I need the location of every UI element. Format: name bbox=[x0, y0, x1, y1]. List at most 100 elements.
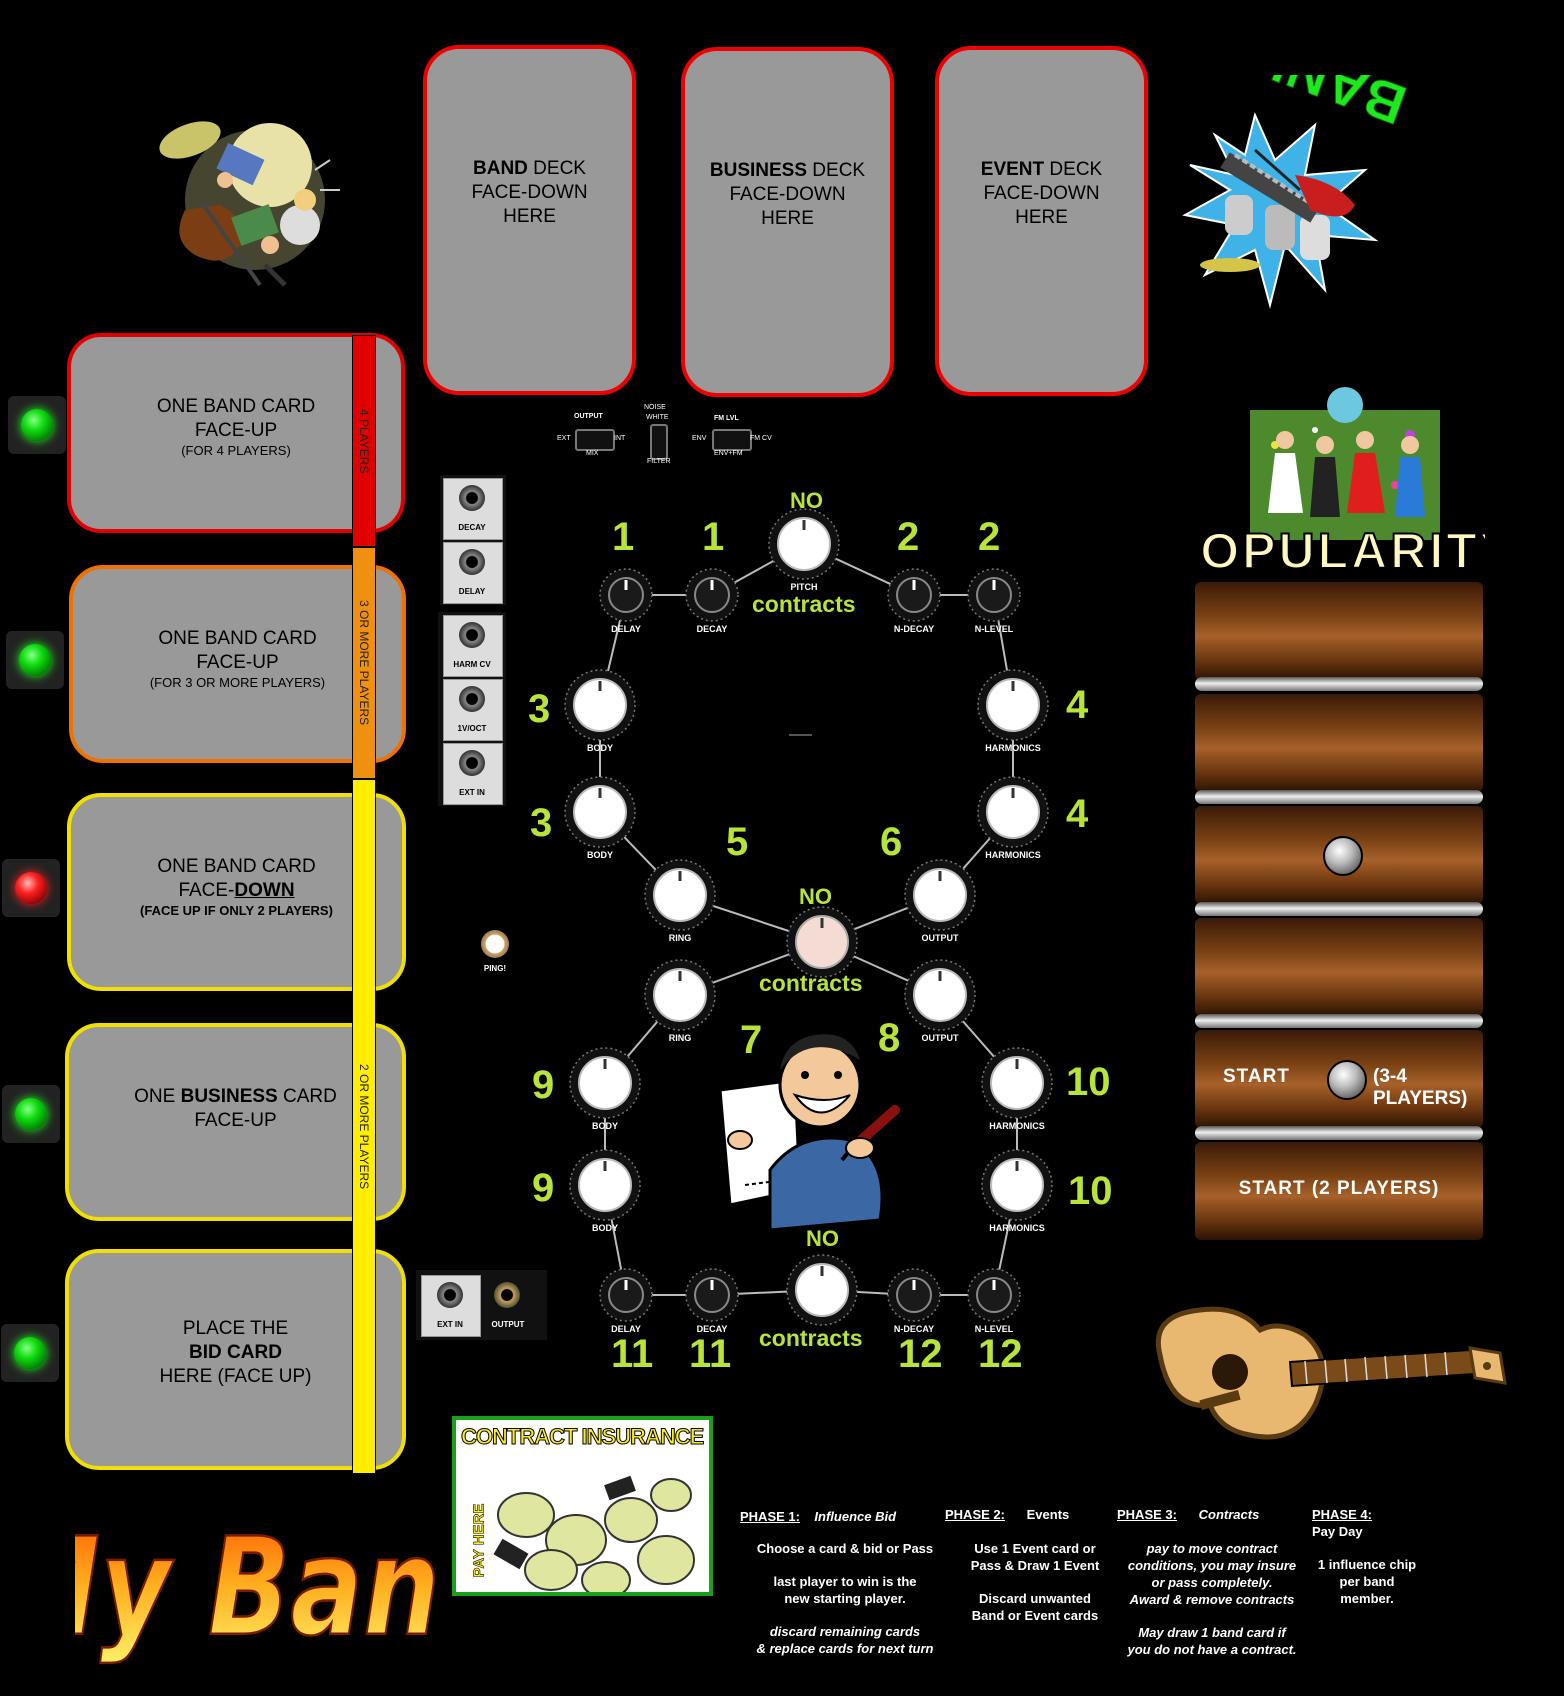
deck-word: DECK bbox=[807, 160, 866, 181]
ext-in-jack[interactable] bbox=[437, 1282, 463, 1308]
phase-line: Discard unwanted bbox=[979, 1591, 1091, 1606]
contract-insurance-area[interactable]: CONTRACT INSURANCE PAY HERE bbox=[452, 1416, 713, 1596]
bar-3-players: 3 OR MORE PLAYERS bbox=[352, 547, 376, 779]
phase-line: Use 1 Event card or bbox=[974, 1541, 1096, 1556]
popularity-space[interactable] bbox=[1195, 918, 1483, 1016]
band-deck-slot[interactable]: BAND DECK FACE-DOWN HERE bbox=[423, 45, 636, 395]
slot-band-card-3-players[interactable]: ONE BAND CARD FACE-UP (FOR 3 OR MORE PLA… bbox=[69, 565, 406, 763]
knob-space[interactable]: HARMONICS bbox=[977, 776, 1049, 860]
bar-label: 4 PLAYERS bbox=[357, 408, 371, 474]
knob-space[interactable]: RING bbox=[644, 859, 716, 943]
ext-in-jack[interactable] bbox=[459, 750, 485, 776]
small-knob-space[interactable]: DECAY bbox=[685, 568, 739, 634]
harm-cv-jack[interactable] bbox=[459, 622, 485, 648]
slot-business-card[interactable]: ONE BUSINESS CARD FACE-UP bbox=[65, 1023, 406, 1221]
slot-line1: ONE bbox=[134, 1086, 181, 1107]
delay-jack[interactable] bbox=[459, 549, 485, 575]
knob-label: DECAY bbox=[697, 624, 728, 634]
slot-line3: HERE (FACE UP) bbox=[159, 1366, 312, 1387]
switch-label: MIX bbox=[586, 450, 599, 457]
business-deck-slot[interactable]: BUSINESS DECK FACE-DOWN HERE bbox=[681, 47, 894, 397]
switch-label: WHITE bbox=[646, 414, 669, 421]
bar-label: 2 OR MORE PLAYERS bbox=[357, 1063, 371, 1190]
jack-panel-bottom: EXT IN OUTPUT bbox=[416, 1270, 547, 1340]
insurance-pay-here: PAY HERE bbox=[470, 1503, 488, 1578]
ping-button[interactable]: PING! bbox=[478, 928, 518, 978]
popularity-space[interactable] bbox=[1195, 694, 1483, 792]
knob-space[interactable]: HARMONICS bbox=[981, 1047, 1053, 1131]
knob-space[interactable] bbox=[786, 1254, 858, 1326]
small-knob-space[interactable]: DELAY bbox=[599, 568, 653, 634]
small-knob-space[interactable]: N-LEVEL bbox=[967, 568, 1021, 634]
knob-label: DECAY bbox=[697, 1324, 728, 1334]
popularity-space[interactable] bbox=[1195, 582, 1483, 680]
knob-space[interactable]: OUTPUT bbox=[904, 959, 976, 1043]
phase-name: Pay Day bbox=[1312, 1524, 1363, 1539]
decay-jack[interactable] bbox=[459, 485, 485, 511]
no-contracts-bottom-label: contracts bbox=[759, 1325, 863, 1351]
knob-label: BODY bbox=[592, 1223, 618, 1233]
output-jack[interactable] bbox=[494, 1282, 520, 1308]
knob-space[interactable] bbox=[786, 906, 858, 978]
deck-type: EVENT bbox=[980, 159, 1045, 180]
noise-switch[interactable]: NOISE WHITE FILTER bbox=[642, 404, 674, 466]
track-step-9: 9 bbox=[532, 1063, 555, 1107]
knob-space[interactable]: BODY bbox=[569, 1047, 641, 1131]
small-knob-space[interactable]: DELAY bbox=[599, 1268, 653, 1334]
knob-space[interactable]: HARMONICS bbox=[981, 1149, 1053, 1233]
track-step-12: 12 bbox=[978, 1332, 1023, 1376]
knob-space[interactable]: BODY bbox=[564, 669, 636, 753]
small-knob-space[interactable]: N-DECAY bbox=[887, 1268, 941, 1334]
phase-line: Band or Event cards bbox=[971, 1608, 1099, 1623]
slot-line2-emph: DOWN bbox=[234, 880, 295, 901]
knob-label: HARMONICS bbox=[989, 1223, 1045, 1233]
knob-space[interactable]: RING bbox=[644, 959, 716, 1043]
knob-label: DELAY bbox=[611, 1324, 641, 1334]
phase-2-rules: PHASE 2: Events Use 1 Event card or Pass… bbox=[945, 1506, 1125, 1624]
phase-title: PHASE 4: bbox=[1312, 1507, 1372, 1522]
knob-space[interactable]: HARMONICS bbox=[977, 669, 1049, 753]
jack-label: DECAY bbox=[458, 523, 486, 532]
phase-line: you do not have a contract. bbox=[1127, 1642, 1297, 1657]
track-step-3: 3 bbox=[530, 801, 553, 845]
output-switch[interactable]: OUTPUT EXT INT MIX bbox=[556, 413, 631, 458]
slot-note: (FOR 3 OR MORE PLAYERS) bbox=[149, 675, 326, 690]
slot-band-card-facedown[interactable]: ONE BAND CARD FACE-DOWN (FACE UP IF ONLY… bbox=[67, 793, 406, 991]
slot-bid-card[interactable]: PLACE THE BID CARD HERE (FACE UP) bbox=[65, 1249, 406, 1470]
popularity-space[interactable] bbox=[1195, 806, 1483, 904]
manager-illustration bbox=[718, 1034, 900, 1232]
switch-label: NOISE bbox=[644, 404, 666, 411]
insurance-title: CONTRACT INSURANCE bbox=[461, 1424, 705, 1450]
knob-label: HARMONICS bbox=[985, 743, 1041, 753]
event-deck-slot[interactable]: EVENT DECK FACE-DOWN HERE bbox=[935, 46, 1148, 396]
switch-label: ENV+FM bbox=[714, 450, 743, 457]
start-marker[interactable] bbox=[1327, 1060, 1367, 1100]
knob-label: OUTPUT bbox=[922, 1033, 960, 1043]
knob-label: N-LEVEL bbox=[975, 1324, 1014, 1334]
small-knob-space[interactable]: N-LEVEL bbox=[967, 1268, 1021, 1334]
knob-space[interactable]: OUTPUT bbox=[904, 859, 976, 943]
knob-space[interactable]: BODY bbox=[564, 776, 636, 860]
phase-line: member. bbox=[1340, 1591, 1394, 1606]
small-knob-space[interactable]: N-DECAY bbox=[887, 568, 941, 634]
popularity-marker[interactable] bbox=[1323, 836, 1363, 876]
slot-band-card-4-players[interactable]: ONE BAND CARD FACE-UP (FOR 4 PLAYERS) bbox=[67, 333, 405, 533]
phase-line: last player to win is the bbox=[773, 1574, 917, 1589]
small-knob-space[interactable]: DECAY bbox=[685, 1268, 739, 1334]
popularity-start-2-players[interactable]: START (2 PLAYERS) bbox=[1195, 1142, 1483, 1240]
popularity-start-3-4-players[interactable]: START (3-4 PLAYERS) bbox=[1195, 1030, 1483, 1128]
slot-line1: ONE BAND CARD bbox=[157, 856, 316, 877]
voct-jack[interactable] bbox=[459, 686, 485, 712]
switch-label: OUTPUT bbox=[574, 413, 603, 420]
deck-here: HERE bbox=[503, 206, 556, 227]
fm-switch[interactable]: FM LVL ENV FM CV ENV+FM bbox=[690, 415, 780, 460]
phase-line: 1 influence chip bbox=[1317, 1557, 1417, 1572]
bar-4-players: 4 PLAYERS bbox=[352, 335, 376, 547]
knob-space[interactable]: BODY bbox=[569, 1149, 641, 1233]
track-step-10: 10 bbox=[1068, 1169, 1113, 1213]
my-band-logo: My Band bbox=[75, 1508, 435, 1667]
knob-label: PITCH bbox=[791, 582, 818, 592]
knob-space[interactable]: PITCH bbox=[768, 508, 840, 592]
switch-label: FM LVL bbox=[714, 415, 739, 422]
led-green-indicator bbox=[8, 396, 66, 454]
